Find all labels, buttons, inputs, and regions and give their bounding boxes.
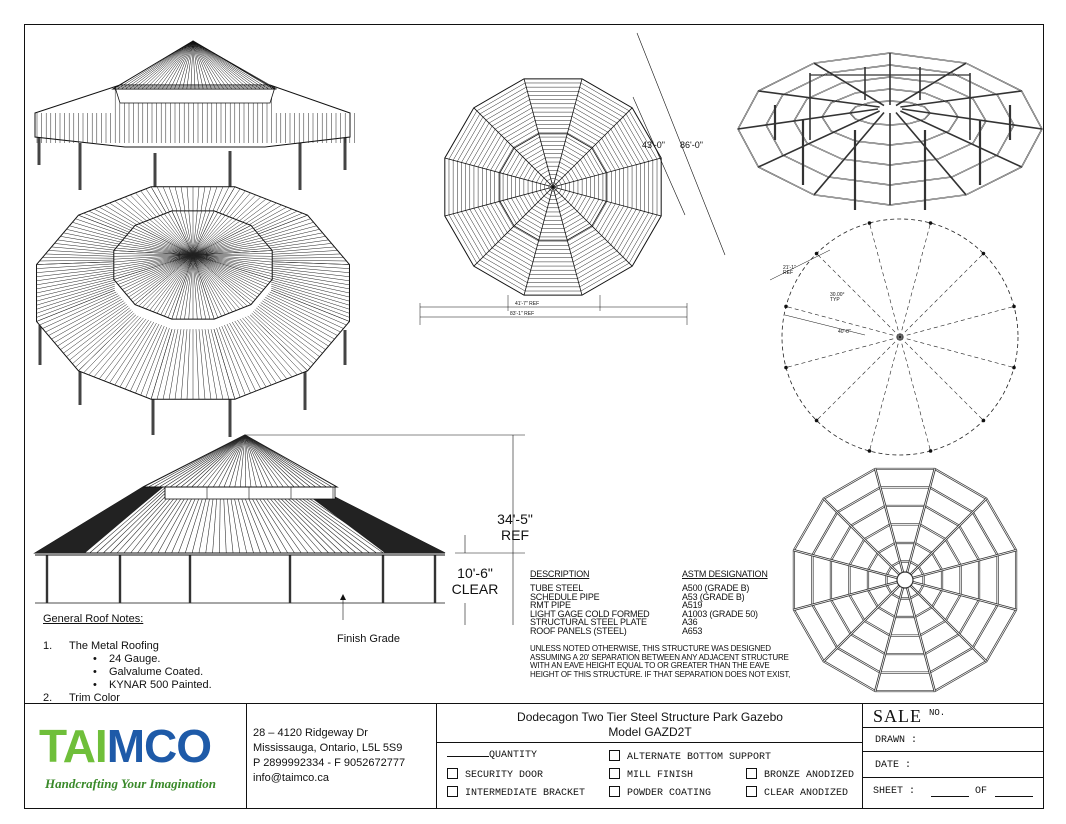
bronze-anodized-checkbox[interactable] xyxy=(746,768,757,779)
sale-no-cell: SALE NO. xyxy=(863,704,1043,728)
gazebo-top-view xyxy=(419,32,726,325)
email-link[interactable]: info@taimco.ca xyxy=(253,772,329,784)
alternate-bottom-support-label: ALTERNATE BOTTOM SUPPORT xyxy=(627,752,772,763)
sale-info: SALE NO. DRAWN : DATE : SHEET : OF xyxy=(863,704,1043,809)
gazebo-elevation xyxy=(33,434,525,625)
spec-separation-note: UNLESS NOTED OTHERWISE, THIS STRUCTURE W… xyxy=(530,644,791,679)
dim-clear: 10'-6"CLEAR xyxy=(451,565,499,597)
bronze-anodized-label: BRONZE ANODIZED xyxy=(764,770,855,781)
dim-inner-width: 41'-7" REF xyxy=(515,301,540,307)
spec-row: ROOF PANELS (STEEL)A653 xyxy=(530,625,703,636)
sheet-field[interactable]: SHEET : OF xyxy=(863,778,1043,807)
gazebo-frame-perspective xyxy=(737,52,1043,210)
company-logo-panel: TAIMCO Handcrafting Your Imagination xyxy=(25,704,247,809)
note-item-2: 2.Trim Color xyxy=(43,692,120,704)
address-line-1: 28 – 4120 Ridgeway Dr xyxy=(253,727,368,739)
project-info: Dodecagon Two Tier Steel Structure Park … xyxy=(437,704,863,809)
powder-coating-label: POWDER COATING xyxy=(627,788,712,799)
alternate-bottom-support-checkbox[interactable] xyxy=(609,750,620,761)
spec-col-description: DESCRIPTION xyxy=(530,569,590,579)
clear-anodized-label: CLEAR ANODIZED xyxy=(764,788,849,799)
dim-inner-diagonal: 43'-0" xyxy=(642,140,665,150)
gazebo-column-plan xyxy=(769,218,1019,456)
dim-radius-inner: 21'-1"REF xyxy=(783,265,796,276)
note-sub-2: Galvalume Coated. xyxy=(43,666,212,679)
gazebo-perspective-top xyxy=(34,40,355,205)
drawing-sheet: 43'-0" 86'-0" 41'-7" REF 83'-1" REF 21'-… xyxy=(24,24,1044,809)
taimco-logo: TAIMCO xyxy=(39,720,212,772)
intermediate-bracket-label: INTERMEDIATE BRACKET xyxy=(465,788,586,799)
company-address: 28 – 4120 Ridgeway Dr Mississauga, Ontar… xyxy=(247,704,437,809)
note-sub-3: KYNAR 500 Painted. xyxy=(43,679,212,692)
security-door-label: SECURITY DOOR xyxy=(465,770,544,781)
note-sub-1: 24 Gauge. xyxy=(43,653,212,666)
logo-tagline: Handcrafting Your Imagination xyxy=(45,776,216,791)
logo-wordmark: TAIMCO xyxy=(39,720,211,772)
notes-title: General Roof Notes: xyxy=(43,613,144,625)
drawing-title: Dodecagon Two Tier Steel Structure Park … xyxy=(517,710,783,739)
gazebo-framing-plan xyxy=(792,467,1018,693)
intermediate-bracket-checkbox[interactable] xyxy=(447,786,458,797)
phone-fax: P 2899992334 - F 9052672777 xyxy=(253,757,406,769)
date-field[interactable]: DATE : xyxy=(863,752,1043,778)
mill-finish-label: MILL FINISH xyxy=(627,770,694,781)
address-line-2: Mississauga, Ontario, L5L 5S9 xyxy=(253,742,403,754)
mill-finish-checkbox[interactable] xyxy=(609,768,620,779)
clear-anodized-checkbox[interactable] xyxy=(746,786,757,797)
quantity-field[interactable]: QUANTITY xyxy=(447,750,537,761)
drawn-field[interactable]: DRAWN : xyxy=(863,728,1043,752)
note-item-1: 1.The Metal Roofing xyxy=(43,640,159,652)
title-block: TAIMCO Handcrafting Your Imagination 28 … xyxy=(25,703,1043,809)
security-door-checkbox[interactable] xyxy=(447,768,458,779)
dim-overall-width: 83'-1" REF xyxy=(510,311,535,317)
dim-radius-outer: 40'-8" xyxy=(838,329,851,335)
dim-angle: 30.00°TYP xyxy=(830,292,845,303)
dim-overall-diagonal: 86'-0" xyxy=(680,140,703,150)
spec-col-astm: ASTM DESIGNATION xyxy=(682,569,768,579)
gazebo-perspective-aerial xyxy=(36,186,350,437)
roof-notes: General Roof Notes: 1.The Metal Roofing … xyxy=(43,613,212,705)
finish-grade-label: Finish Grade xyxy=(337,633,400,645)
powder-coating-checkbox[interactable] xyxy=(609,786,620,797)
dim-height: 34'-5"REF xyxy=(497,511,533,543)
